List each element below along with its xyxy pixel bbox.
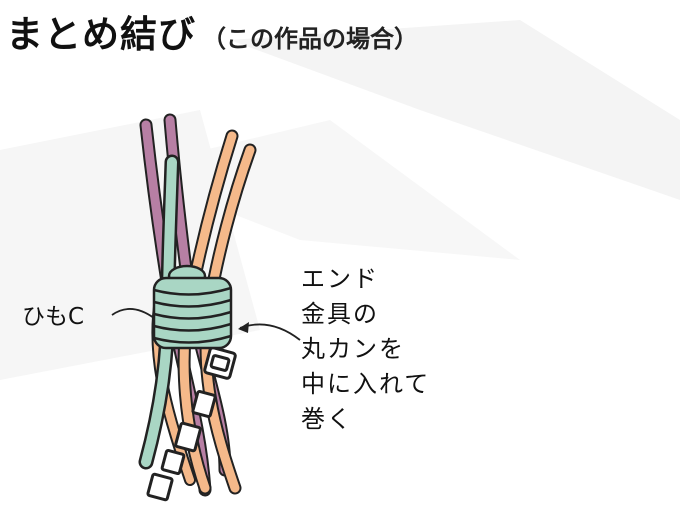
note-line: 巻く	[301, 405, 353, 433]
note-line: エンド	[301, 265, 379, 293]
label-cord-c: ひもC	[22, 304, 85, 330]
note-line: 中に入れて	[301, 370, 431, 398]
title-subtitle: （この作品の場合）	[202, 25, 418, 53]
title-text: まとめ結び	[6, 13, 196, 56]
wrapped-knot	[152, 264, 233, 350]
note-line: 丸カンを	[301, 335, 405, 363]
end-fitting-chain	[146, 346, 237, 502]
label-end-fitting-note: エンド 金具の 丸カンを 中に入れて 巻く	[301, 262, 430, 437]
leader-lines	[111, 308, 301, 341]
page-title: まとめ結び（この作品の場合）	[6, 4, 418, 58]
note-line: 金具の	[301, 300, 379, 328]
